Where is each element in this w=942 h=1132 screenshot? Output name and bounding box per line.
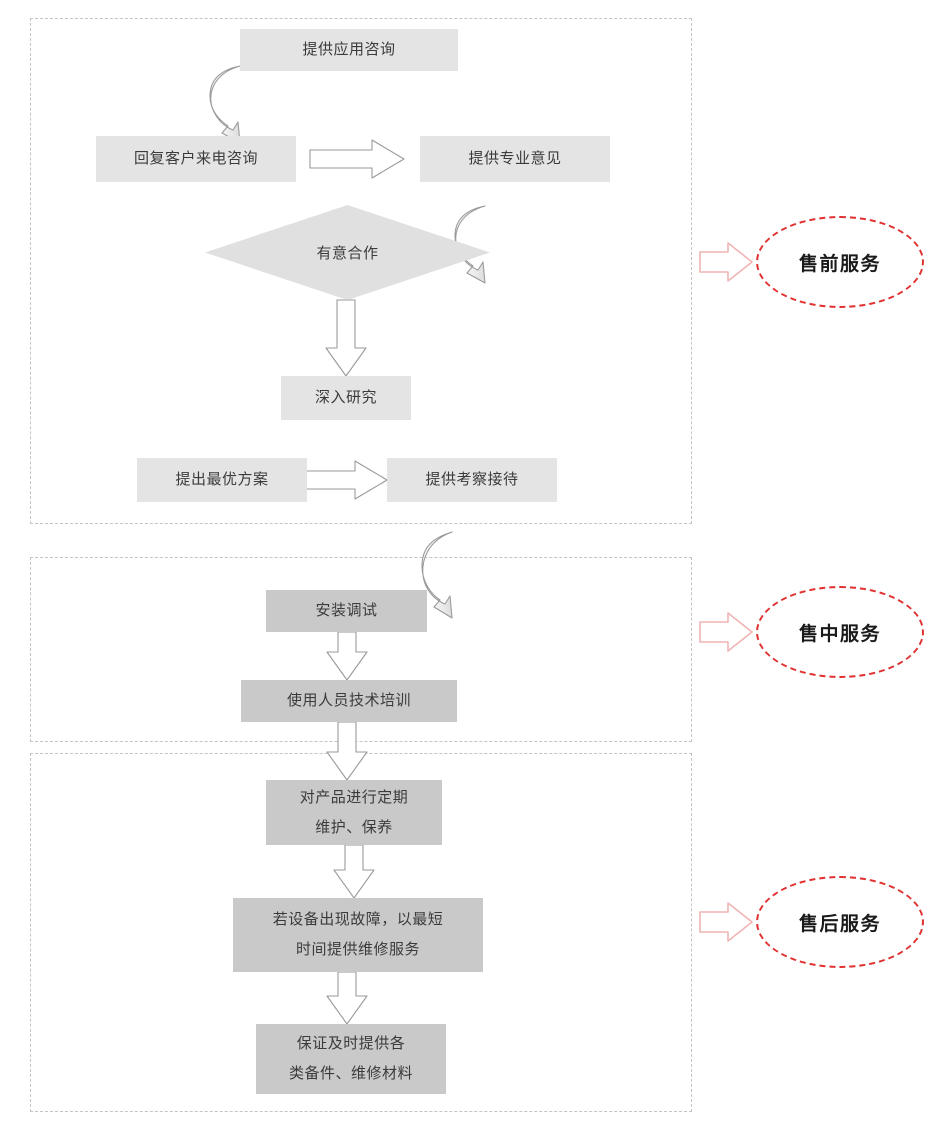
node-label: 有意合作	[316, 245, 379, 262]
node-label: 回复客户来电咨询	[133, 150, 258, 167]
red-arrow-post-sale	[699, 902, 753, 942]
dashed-ellipse-outline	[756, 586, 924, 678]
node-in-depth-research[interactable]: 深入研究	[281, 376, 411, 420]
node-provide-site-visit-reception[interactable]: 提供考察接待	[387, 458, 557, 502]
zone-pre-sale	[30, 18, 692, 524]
node-label-line2: 时间提供维修服务	[295, 941, 420, 958]
node-label-line1: 保证及时提供各	[296, 1035, 406, 1052]
node-periodic-product-maintenance[interactable]: 对产品进行定期 维护、保养	[266, 780, 442, 845]
dashed-ellipse-outline	[756, 876, 924, 968]
node-label-line2: 类备件、维修材料	[288, 1065, 413, 1082]
node-label-line2: 维护、保养	[315, 818, 393, 836]
stage-label-post-sale: 售后服务	[798, 913, 881, 935]
node-label-line1: 对产品进行定期	[299, 788, 409, 806]
node-reply-customer-call-inquiry[interactable]: 回复客户来电咨询	[96, 136, 296, 182]
node-propose-optimal-plan[interactable]: 提出最优方案	[137, 458, 307, 502]
node-fastest-repair-on-failure[interactable]: 若设备出现故障，以最短 时间提供维修服务	[233, 898, 483, 972]
node-label: 提供考察接待	[425, 471, 519, 488]
stage-ellipse-pre-sale[interactable]: 售前服务	[756, 216, 924, 308]
dashed-ellipse-outline	[756, 216, 924, 308]
node-label: 深入研究	[314, 389, 377, 406]
node-label: 使用人员技术培训	[286, 692, 411, 709]
node-installation-debugging[interactable]: 安装调试	[266, 590, 427, 632]
node-operator-technical-training[interactable]: 使用人员技术培训	[241, 680, 457, 722]
red-arrow-pre-sale	[699, 242, 753, 282]
node-label: 提供专业意见	[468, 150, 562, 167]
node-label: 提供应用咨询	[302, 41, 396, 58]
node-provide-application-consulting[interactable]: 提供应用咨询	[240, 29, 458, 71]
node-willing-to-cooperate[interactable]: 有意合作	[205, 205, 490, 300]
stage-label-pre-sale: 售前服务	[798, 253, 881, 275]
node-label: 安装调试	[315, 602, 378, 619]
node-label-line1: 若设备出现故障，以最短	[272, 911, 444, 928]
node-timely-spare-parts-supply[interactable]: 保证及时提供各 类备件、维修材料	[256, 1024, 446, 1094]
stage-label-mid-sale: 售中服务	[798, 623, 881, 645]
stage-ellipse-post-sale[interactable]: 售后服务	[756, 876, 924, 968]
red-arrow-mid-sale	[699, 612, 753, 652]
stage-ellipse-mid-sale[interactable]: 售中服务	[756, 586, 924, 678]
node-provide-professional-opinion[interactable]: 提供专业意见	[420, 136, 610, 182]
node-label: 提出最优方案	[175, 471, 269, 488]
diamond-shape	[205, 205, 490, 300]
